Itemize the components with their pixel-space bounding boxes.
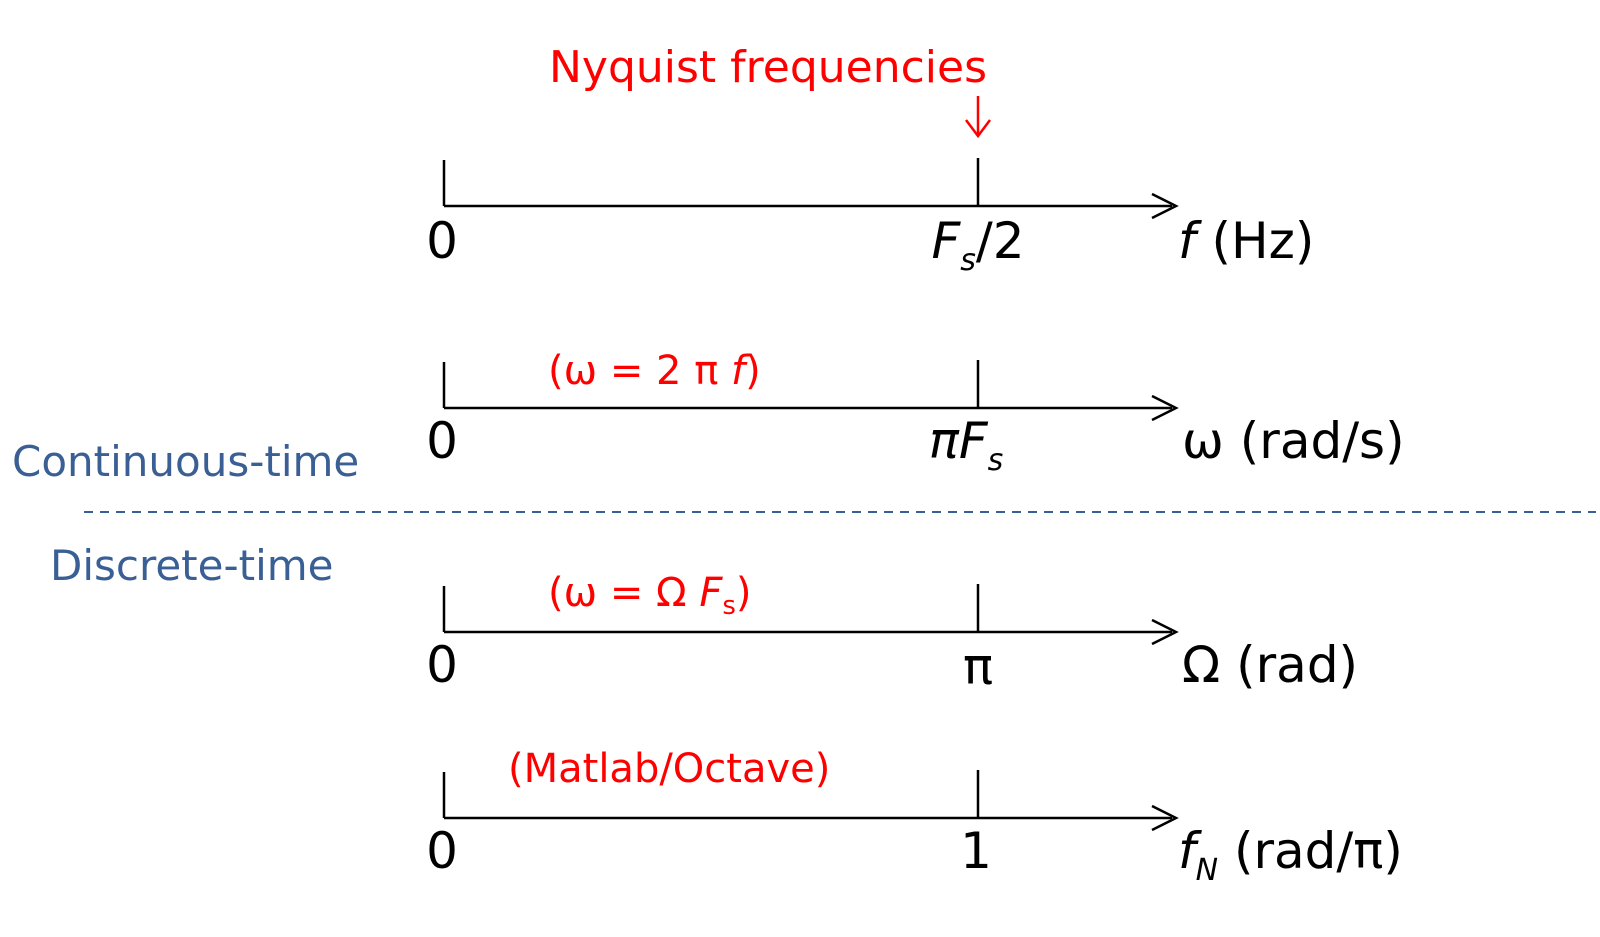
- axis-norm-tick-label: 1: [960, 822, 992, 880]
- axis-rad-relation-main: (ω = Ω: [548, 570, 699, 616]
- axis-norm-zero: 0: [426, 822, 458, 880]
- axis-rad-zero: 0: [426, 636, 458, 694]
- nyquist-arrow: [965, 96, 991, 139]
- axis-rads-unit-text: (rad/s): [1224, 412, 1405, 470]
- axis-hz-lines: [442, 158, 1179, 220]
- axis-norm-unit: fN (rad/π): [1178, 822, 1403, 888]
- axis-rads-relation-tail: ): [745, 348, 761, 394]
- axis-hz-tick-sub: s: [960, 243, 976, 278]
- axis-rad-relation-tail: ): [736, 570, 752, 616]
- axis-rads-tick-sub: s: [988, 443, 1004, 478]
- axis-norm-unit-text: (rad/π): [1218, 822, 1403, 880]
- axis-rads-relation-main: (ω = 2 π: [548, 348, 731, 394]
- axis-rads-unit: ω (rad/s): [1182, 412, 1405, 470]
- continuous-time-label: Continuous-time: [12, 437, 359, 486]
- axis-hz-tick-label: Fs/2: [931, 212, 1024, 278]
- axis-rads-unit-symbol: ω: [1182, 412, 1224, 470]
- axis-rad-relation-sub: s: [722, 591, 736, 621]
- axis-rad-relation: (ω = Ω Fs): [548, 570, 752, 621]
- axis-rads-tick-main: πF: [929, 412, 989, 470]
- axis-hz-unit-text: (Hz): [1196, 212, 1315, 270]
- axis-norm-lines: [442, 770, 1179, 832]
- axis-norm: (Matlab/Octave) 0 1 fN (rad/π): [426, 746, 1403, 888]
- axis-rad-relation-ital: F: [699, 570, 723, 616]
- axis-rad-unit: Ω (rad): [1182, 636, 1358, 694]
- axis-rads-relation: (ω = 2 π f): [548, 348, 761, 394]
- axis-norm-relation: (Matlab/Octave): [508, 746, 830, 792]
- axis-hz-zero: 0: [426, 212, 458, 270]
- axis-rads-lines: [442, 360, 1179, 422]
- axis-rads-zero: 0: [426, 412, 458, 470]
- axis-rads-tick-label: πFs: [929, 412, 1004, 478]
- axis-rad-unit-symbol: Ω: [1182, 636, 1220, 694]
- axis-rads: (ω = 2 π f) 0 πFs ω (rad/s): [426, 348, 1405, 478]
- axis-hz: 0 Fs/2 f (Hz): [426, 158, 1314, 278]
- axis-hz-tick-main: F: [931, 212, 961, 270]
- nyquist-label: Nyquist frequencies: [549, 42, 987, 93]
- axis-rad-lines: [442, 584, 1179, 646]
- axis-rad: (ω = Ω Fs) 0 π Ω (rad): [426, 570, 1358, 696]
- axis-hz-tick-tail: /2: [976, 212, 1025, 270]
- axis-norm-unit-sub: N: [1196, 853, 1218, 888]
- axis-hz-unit: f (Hz): [1178, 212, 1314, 270]
- discrete-time-label: Discrete-time: [50, 541, 334, 590]
- axis-rad-unit-text: (rad): [1220, 636, 1358, 694]
- axis-rad-tick-label: π: [963, 638, 993, 696]
